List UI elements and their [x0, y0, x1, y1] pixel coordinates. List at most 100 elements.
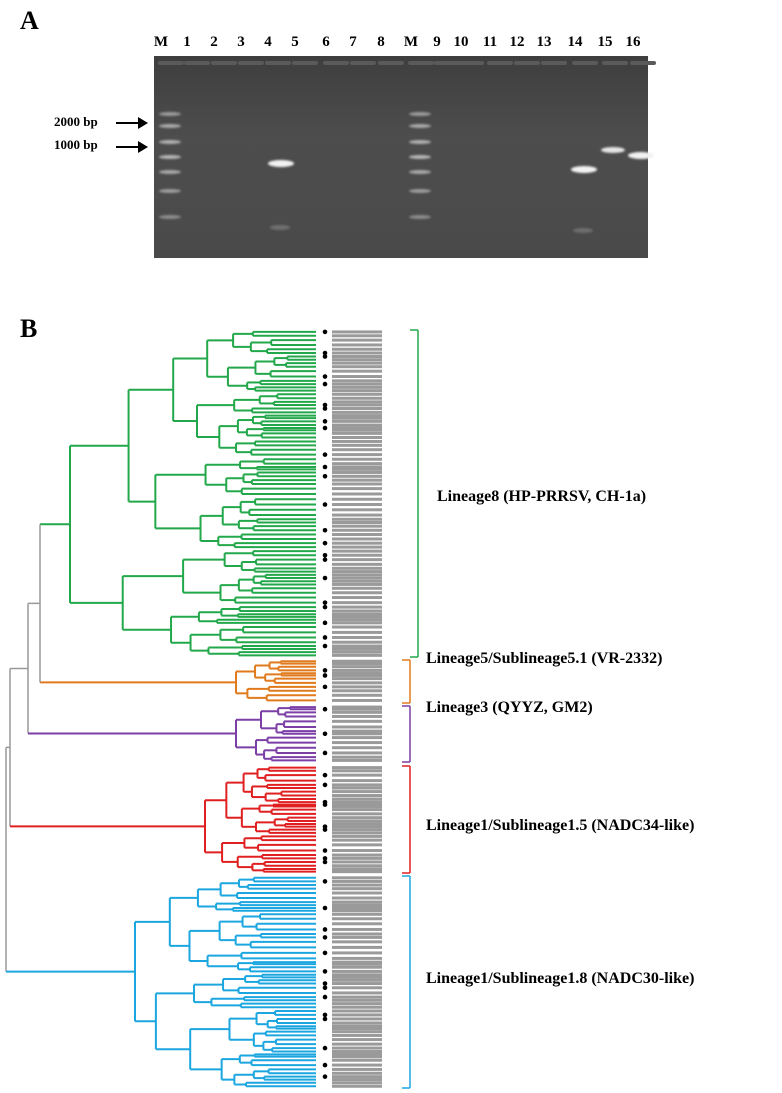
taxon-label	[332, 1005, 382, 1009]
study-strain-marker	[322, 731, 328, 737]
study-strain-marker	[322, 502, 328, 507]
taxon-label	[332, 1063, 382, 1067]
lane-label-11: 11	[482, 34, 498, 50]
ladder-band	[409, 140, 431, 144]
taxon-label	[332, 714, 382, 718]
taxon-label	[332, 677, 382, 681]
taxon-label	[332, 876, 382, 880]
taxon-label	[332, 867, 382, 871]
taxon-label	[332, 773, 382, 777]
taxon-label	[332, 630, 382, 634]
ladder-band	[159, 215, 181, 219]
study-strain-marker	[322, 464, 328, 470]
taxon-label	[332, 330, 382, 334]
taxon-label	[332, 521, 382, 525]
taxon-label	[332, 766, 382, 770]
taxon-label	[332, 800, 382, 804]
ladder-band	[409, 112, 431, 116]
taxon-label	[332, 343, 382, 347]
study-strain-marker	[322, 425, 328, 431]
taxon-label	[332, 609, 382, 613]
taxon-label	[332, 474, 382, 478]
taxon-label	[332, 591, 382, 595]
study-strain-marker	[322, 1045, 328, 1051]
phylogenetic-tree	[5, 329, 419, 1089]
well	[630, 61, 656, 65]
taxon-label	[332, 576, 382, 580]
well	[184, 61, 210, 65]
taxon-label	[332, 389, 382, 393]
study-strain-marker	[322, 354, 328, 359]
taxon-label	[332, 932, 382, 936]
taxon-label	[332, 1033, 382, 1037]
taxon-label	[332, 819, 382, 823]
panel-a-letter: A	[20, 6, 39, 35]
taxon-label	[332, 853, 382, 857]
taxon-label	[332, 659, 382, 663]
taxon-label	[332, 962, 382, 966]
study-strain-marker	[322, 827, 328, 832]
study-strain-marker	[322, 600, 328, 605]
sample-band	[268, 160, 294, 167]
taxon-label	[332, 541, 382, 545]
taxon-label	[332, 385, 382, 389]
taxon-label	[332, 382, 382, 386]
taxon-label	[332, 428, 382, 432]
ladder-band	[159, 112, 181, 116]
taxon-label	[332, 751, 382, 755]
taxon-label	[332, 601, 382, 605]
taxon-label	[332, 671, 382, 675]
taxon-label	[332, 779, 382, 783]
taxon-label	[332, 1067, 382, 1071]
gel-image	[154, 56, 648, 258]
taxon-label	[332, 462, 382, 466]
sample-band	[270, 225, 290, 230]
taxon-label	[332, 439, 382, 443]
taxon-label	[332, 492, 382, 496]
taxon-label	[332, 816, 382, 820]
study-strain-marker	[322, 402, 328, 408]
taxon-label	[332, 605, 382, 609]
tree-panel: B Lineage8 (HP-PRRSV, CH-1a) Lineage5/Su…	[0, 300, 782, 1093]
lane-label-13: 13	[536, 34, 552, 50]
taxon-label	[332, 883, 382, 887]
well	[434, 61, 460, 65]
marker-label-1000: 1000 bp	[54, 137, 98, 152]
well	[323, 61, 349, 65]
taxon-label	[332, 573, 382, 577]
taxon-label	[332, 1021, 382, 1025]
well	[541, 61, 567, 65]
taxon-label	[332, 443, 382, 447]
well	[211, 61, 237, 65]
lane-label-16: 16	[625, 34, 641, 50]
lane-label-9: 9	[433, 34, 441, 50]
taxon-label	[332, 825, 382, 829]
taxon-label	[332, 566, 382, 570]
taxon-label	[332, 392, 382, 396]
well	[158, 61, 184, 65]
study-strain-marker	[322, 969, 328, 974]
taxon-label	[332, 741, 382, 745]
sample-band	[571, 166, 597, 173]
taxon-label	[332, 647, 382, 651]
taxon-label	[332, 570, 382, 574]
lane-label-8: 8	[377, 34, 385, 50]
taxon-label	[332, 416, 382, 420]
study-strain-marker	[322, 452, 328, 457]
taxon-label	[332, 909, 382, 913]
taxon-label	[332, 635, 382, 639]
study-strain-marker	[322, 994, 328, 1000]
taxon-label	[332, 719, 382, 723]
lane-label-6: 6	[322, 34, 330, 50]
taxon-label	[332, 528, 382, 532]
study-strain-marker	[322, 684, 328, 690]
well	[514, 61, 540, 65]
taxon-label	[332, 621, 382, 625]
lane-label-10: 10	[453, 34, 469, 50]
taxon-label	[332, 467, 382, 471]
taxon-label	[332, 596, 382, 600]
arrow-icon	[116, 141, 148, 153]
taxon-label	[332, 419, 382, 423]
taxon-label	[332, 982, 382, 986]
taxon-label	[332, 698, 382, 702]
